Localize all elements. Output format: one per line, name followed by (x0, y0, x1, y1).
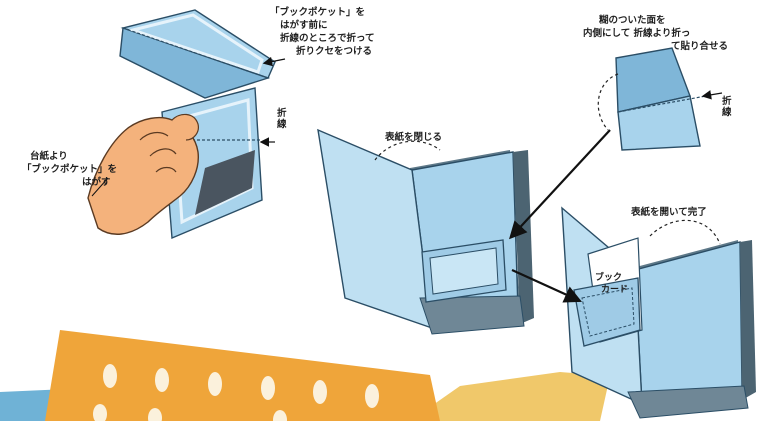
dashed-arc-icon (649, 219, 721, 245)
label-book-card: ブック カード (595, 272, 628, 296)
label-line: ブック (595, 273, 623, 283)
dashed-arc-icon (597, 73, 619, 131)
arrow-icon (701, 90, 723, 100)
pocket-fold-step2 (615, 47, 707, 151)
label-peel-from-mount: 台紙より 「ブックポケット」を はがす (22, 150, 117, 189)
label-line: 糊のついた面を (599, 15, 666, 26)
label-line: 台紙より (30, 151, 68, 162)
orange-card-dots (93, 364, 379, 421)
label-line: 折線のところで折って (280, 33, 375, 44)
label-line: 内側にして 折線より折っ (583, 28, 691, 39)
label-step1: 「ブックポケット」を はがす前に 折線のところで折って 折りクセをつける (270, 6, 375, 58)
arrow-icon (511, 268, 583, 303)
hand-illustration (87, 113, 199, 235)
arrow-icon (262, 56, 286, 67)
label-line: て貼り合せる (671, 41, 729, 52)
book-right (561, 206, 756, 419)
label-fold-line-1: 折線 (277, 108, 287, 130)
dashed-arc-icon (374, 140, 441, 161)
bottom-background (0, 330, 610, 421)
label-line: はがす (82, 177, 111, 188)
label-line: はがす前に (280, 20, 328, 31)
label-line: 折りクセをつける (296, 46, 373, 57)
label-line: 「ブックポケット」を (22, 164, 118, 175)
label-fold-line-2: 折線 (722, 96, 732, 118)
pocket-fold-step1 (119, 9, 276, 99)
orange-card (45, 330, 440, 421)
book-middle (317, 128, 534, 335)
label-line: カード (601, 285, 629, 295)
label-line: 「ブックポケット」を (270, 7, 366, 18)
arrow-icon (509, 129, 611, 240)
leader-line (91, 177, 109, 197)
label-step2: 糊のついた面を 内側にして 折線より折っ て貼り合せる (583, 14, 728, 53)
label-open-cover-done: 表紙を開いて完了 (631, 207, 707, 218)
label-close-cover: 表紙を閉じる (385, 132, 443, 143)
